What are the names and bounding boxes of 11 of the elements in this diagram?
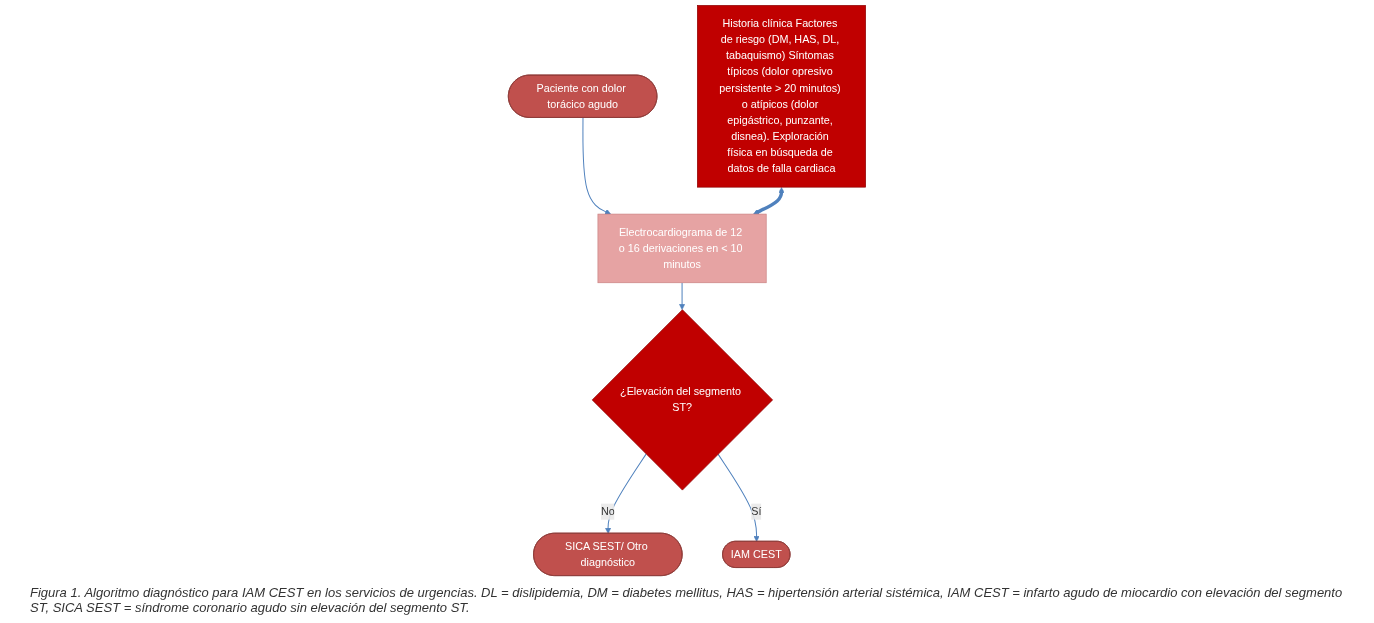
arrow	[582, 117, 611, 215]
node-diamond: ¿Elevación del segmento ST?	[591, 309, 773, 491]
figure-caption: Figura 1. Algoritmo diagnóstico para IAM CEST en los servicios de urgencias. DL = dislipidemia, DM = diabetes mellitus, HAS = hipertensión arterial sistémica, IAM CEST = infarto agudo de miocardio con elevación del segmento ST, SICA SEST = síndrome coronario agudo sin elevación del segmento ST.	[29, 584, 1344, 617]
arrow	[605, 453, 647, 534]
arrow	[679, 282, 686, 310]
edge-label: No	[600, 505, 615, 518]
node-box: Historia clínica Factores de riesgo (DM, HAS, DL, tabaquismo) Síntomas típicos (dolor opresivo persistente > 20 minutos) o atípicos (dolor epigástrico, punzante, disnea). Exploración física en búsqueda de datos de falla cardiaca	[697, 5, 866, 188]
arrow	[753, 187, 785, 215]
arrow	[717, 453, 760, 542]
edge-label: Sí	[751, 505, 762, 518]
node-box: Electrocardiograma de 12 o 16 derivaciones en < 10 minutos	[597, 213, 767, 284]
